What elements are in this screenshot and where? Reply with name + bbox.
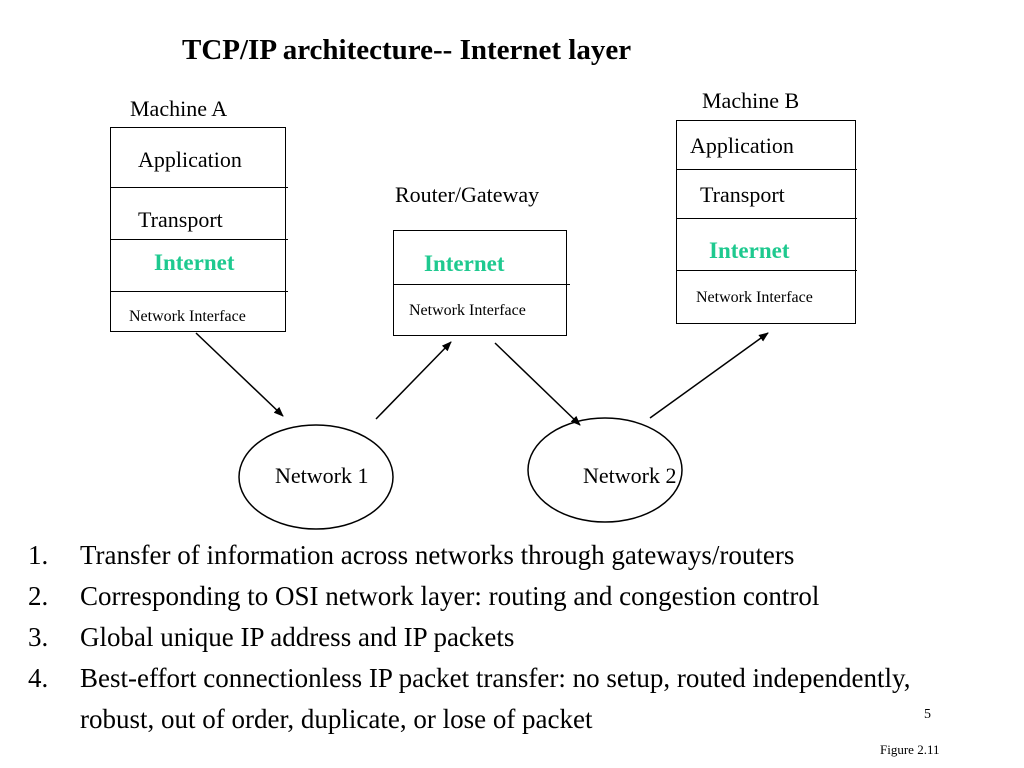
list-item-number: 4. <box>28 663 49 693</box>
list-item: 1. Transfer of information across networ… <box>28 535 1018 576</box>
machine-b-stack <box>676 120 857 324</box>
network-1-ellipse <box>238 424 394 530</box>
arrow-router-to-network-2 <box>494 342 581 426</box>
machine-b-internet-layer: Internet <box>709 238 790 263</box>
machine-b-label: Machine B <box>702 88 800 113</box>
slide-title: TCP/IP architecture-- Internet layer <box>182 34 632 66</box>
machine-a-internet-layer: Internet <box>154 250 235 275</box>
machine-a-label: Machine A <box>130 96 228 121</box>
arrow-network-2-to-machine-b <box>649 332 769 419</box>
router-label: Router/Gateway <box>395 182 540 207</box>
key-points-list: 1. Transfer of information across networ… <box>28 535 1018 740</box>
list-item-text: Transfer of information across networks … <box>80 540 795 570</box>
machine-a-stack <box>110 127 288 332</box>
machine-a-application-layer: Application <box>138 147 242 172</box>
machine-a-divider <box>110 239 288 240</box>
machine-b-application-layer: Application <box>690 133 794 158</box>
list-item: 3. Global unique IP address and IP packe… <box>28 617 1018 658</box>
arrow-machine-a-to-network-1 <box>195 332 284 417</box>
network-1-label: Network 1 <box>275 463 369 488</box>
machine-b-divider <box>676 218 857 219</box>
machine-a-divider <box>110 291 288 292</box>
list-item-text: Global unique IP address and IP packets <box>80 622 515 652</box>
machine-a-network-interface-layer: Network Interface <box>129 308 246 325</box>
network-2-label: Network 2 <box>583 463 677 488</box>
list-item-text: Corresponding to OSI network layer: rout… <box>80 581 820 611</box>
router-divider <box>393 284 570 285</box>
machine-a-divider <box>110 187 288 188</box>
arrow-network-1-to-router <box>375 341 452 420</box>
list-item-number: 2. <box>28 581 49 611</box>
list-item-number: 3. <box>28 622 49 652</box>
network-2-ellipse <box>527 417 683 523</box>
machine-b-divider <box>676 169 857 170</box>
machine-b-transport-layer: Transport <box>700 182 785 207</box>
router-stack <box>393 230 570 336</box>
router-internet-layer: Internet <box>424 251 505 276</box>
machine-b-network-interface-layer: Network Interface <box>696 289 813 306</box>
figure-label: Figure 2.11 <box>880 742 940 757</box>
list-item-text: Best-effort connectionless IP packet tra… <box>80 663 911 734</box>
machine-b-divider <box>676 270 857 271</box>
page-number: 5 <box>924 707 931 722</box>
list-item: 4. Best-effort connectionless IP packet … <box>28 658 1018 740</box>
machine-a-transport-layer: Transport <box>138 207 223 232</box>
router-network-interface-layer: Network Interface <box>409 302 526 319</box>
list-item: 2. Corresponding to OSI network layer: r… <box>28 576 1018 617</box>
list-item-number: 1. <box>28 540 49 570</box>
